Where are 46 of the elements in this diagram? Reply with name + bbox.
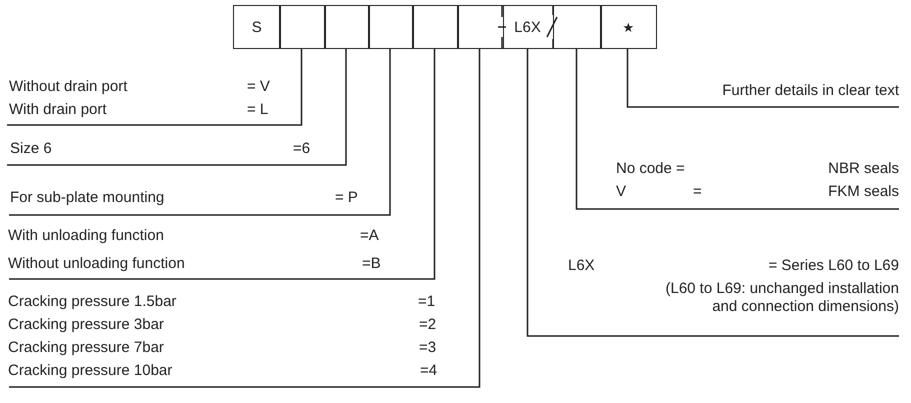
code-cell: L6X	[502, 5, 553, 49]
option-text: FKM seals	[828, 183, 899, 201]
option-text: Size 6	[10, 140, 52, 158]
leader-line	[7, 49, 302, 126]
option-text: Cracking pressure 7bar	[8, 339, 164, 357]
option-text: =4	[420, 362, 438, 380]
code-box	[324, 5, 370, 49]
leader-line	[9, 49, 391, 216]
option-text: =6	[293, 140, 310, 158]
leader-line	[526, 49, 899, 337]
option-text: Cracking pressure 1.5bar	[8, 293, 176, 311]
leader-line	[626, 49, 899, 108]
code-box	[368, 5, 414, 49]
option-text: = V	[247, 78, 270, 96]
code-cell: S	[233, 5, 280, 49]
option-text: = P	[335, 189, 358, 207]
option-text: =1	[418, 293, 436, 311]
option-text: Without drain port	[9, 78, 128, 96]
option-text: = Series L60 to L69	[768, 257, 899, 275]
leader-line	[7, 49, 347, 166]
option-text: Cracking pressure 10bar	[8, 362, 172, 380]
leader-line	[9, 49, 436, 280]
option-text: With drain port	[9, 101, 107, 119]
option-text: = L	[247, 101, 268, 119]
option-text: V	[616, 183, 626, 201]
code-box	[279, 5, 326, 49]
option-text: =B	[362, 255, 381, 273]
option-text: L6X	[568, 257, 595, 275]
code-box	[412, 5, 458, 49]
option-text: (L60 to L69: unchanged installation and connection dimensions)	[664, 280, 899, 316]
option-text: No code =	[616, 160, 685, 178]
leader-line	[9, 49, 480, 388]
option-text: =A	[360, 227, 379, 245]
leader-line	[576, 49, 899, 210]
option-text: =3	[419, 339, 436, 357]
option-text: =	[693, 183, 702, 201]
option-text: With unloading function	[8, 227, 164, 245]
option-text: =2	[419, 316, 436, 334]
option-text: Without unloading function	[8, 255, 185, 273]
code-cell: ★	[600, 5, 656, 49]
code-box	[553, 5, 602, 49]
option-text: For sub-plate mounting	[10, 189, 164, 207]
code-box	[457, 5, 504, 49]
note-text: Further details in clear text	[722, 82, 899, 100]
option-text: Cracking pressure 3bar	[8, 316, 164, 334]
option-text: NBR seals	[828, 160, 899, 178]
